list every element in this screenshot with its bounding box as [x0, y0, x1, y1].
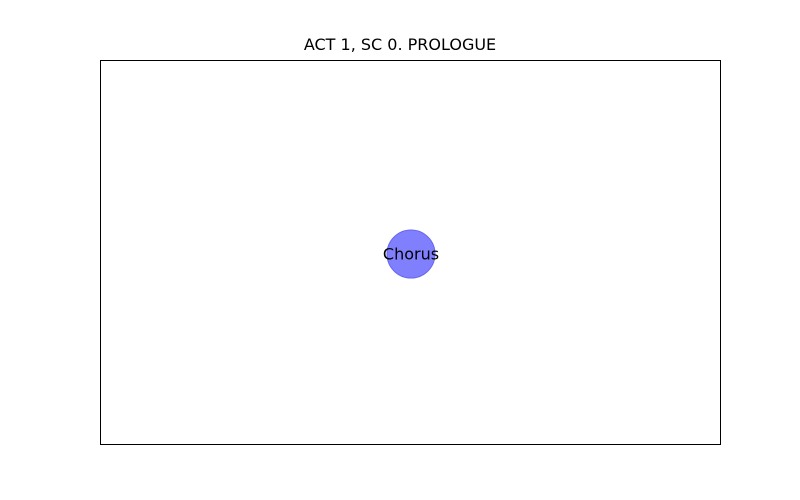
- diagram-title: ACT 1, SC 0. PROLOGUE: [303, 35, 497, 54]
- node-circle: [386, 229, 436, 279]
- node-chorus: Chorus: [383, 229, 439, 279]
- network-graph: Chorus: [383, 229, 439, 279]
- node-label: Chorus: [383, 245, 439, 264]
- plot-area: Chorus: [100, 60, 721, 445]
